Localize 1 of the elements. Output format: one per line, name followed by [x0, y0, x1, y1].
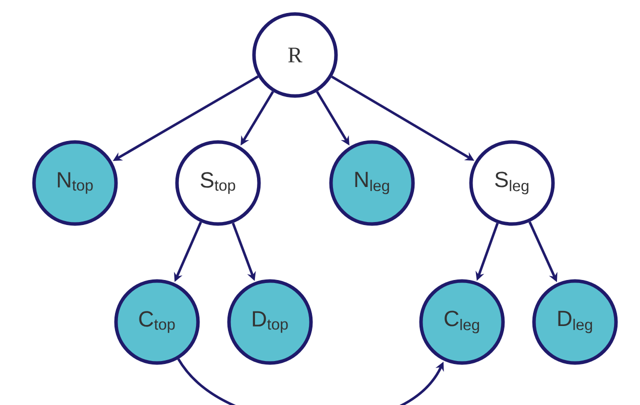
curved-arrow: [177, 358, 444, 405]
